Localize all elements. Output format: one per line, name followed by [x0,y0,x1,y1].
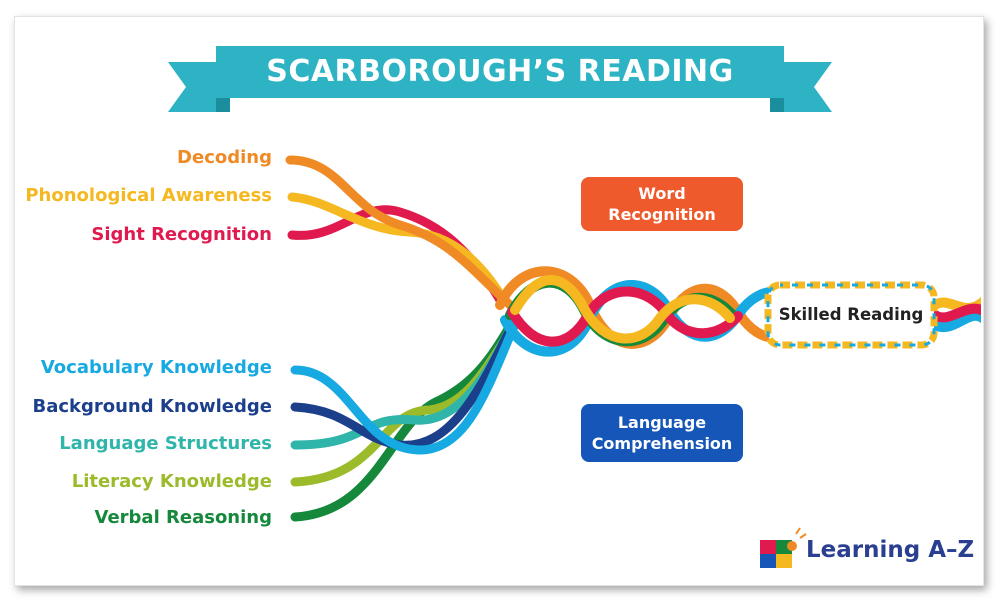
brand-name: Learning A–Z [806,537,975,563]
rope-strand-yellow [510,275,735,344]
skilled-reading-label: Skilled Reading [778,305,924,324]
label-sight-recognition: Sight Recognition [91,224,272,245]
page-title: SCARBOROUGH’S READING ROPE [266,54,734,141]
label-verbal-reasoning: Verbal Reasoning [94,507,272,528]
rope-tail-right-b [930,310,981,332]
strand-vocabulary-knowledge [290,317,521,455]
label-background-knowledge: Background Knowledge [32,396,272,417]
label-decoding: Decoding [177,147,272,168]
language-comprehension-badge: Language Comprehension [581,404,743,462]
label-vocabulary-knowledge: Vocabulary Knowledge [40,357,272,378]
strand-decoding [285,155,515,310]
label-literacy-knowledge: Literacy Knowledge [71,471,272,492]
rope-strands [285,155,981,522]
rope-tail-right-c [930,303,981,323]
rope-strand-red [507,286,743,347]
learning-az-logo-icon [760,527,807,568]
banner-left-fold [216,98,230,112]
banner-right-fold [770,98,784,112]
twisted-rope [495,266,981,357]
banner-left-tail [168,62,216,112]
banner-right-tail [784,62,832,112]
label-language-structures: Language Structures [59,433,272,454]
label-phonological-awareness: Phonological Awareness [25,185,272,206]
word-recognition-badge: Word Recognition [581,177,743,231]
banner-body [216,46,784,98]
title-banner [168,46,832,112]
